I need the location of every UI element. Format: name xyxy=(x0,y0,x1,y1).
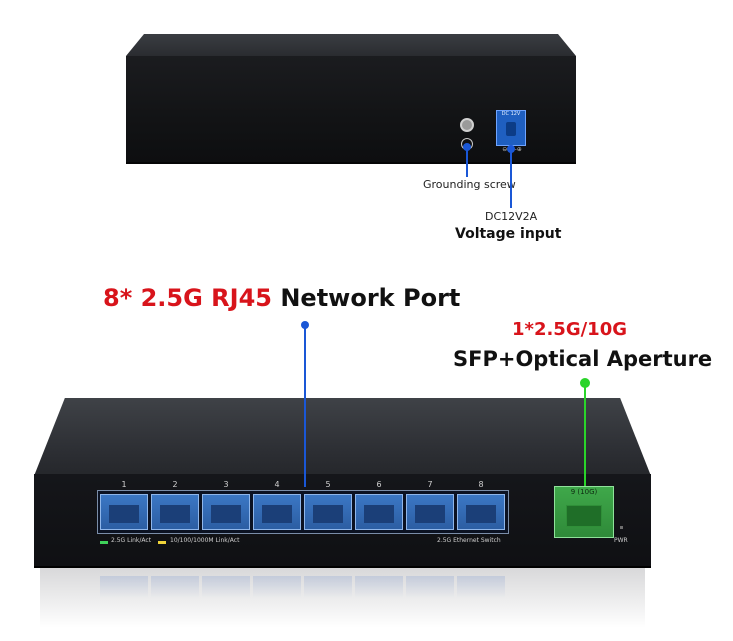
reflection-port xyxy=(406,576,454,598)
port-number: 6 xyxy=(376,480,382,489)
reflection-port xyxy=(355,576,403,598)
reflection-port xyxy=(100,576,148,598)
port-number: 3 xyxy=(223,480,229,489)
grounding-screw-label: Grounding screw xyxy=(423,178,516,191)
reflection-port xyxy=(253,576,301,598)
reflection-port xyxy=(202,576,250,598)
port-callout-line xyxy=(304,327,306,487)
rj45-port xyxy=(304,494,352,530)
rear-device-top xyxy=(126,34,576,56)
network-port-count: 8* 2.5G RJ45 xyxy=(103,284,272,312)
port-number: 2 xyxy=(172,480,178,489)
pwr-led-icon xyxy=(620,526,623,529)
dc-callout-dot xyxy=(507,145,515,153)
port-number: 8 xyxy=(478,480,484,489)
sfp-callout-dot xyxy=(580,378,590,388)
ground-callout-line xyxy=(466,147,468,177)
port-number: 4 xyxy=(274,480,280,489)
voltage-input-label: Voltage input xyxy=(455,226,562,242)
legend-1000m-led-icon xyxy=(158,541,166,544)
dc-callout-line xyxy=(510,150,512,208)
device-reflection xyxy=(40,568,645,628)
sfp-port-label: 9 (10G) xyxy=(570,488,598,496)
rj45-port xyxy=(406,494,454,530)
rj45-port xyxy=(457,494,505,530)
rj45-port xyxy=(151,494,199,530)
port-number: 5 xyxy=(325,480,331,489)
dc-jack-label: DC 12V xyxy=(501,111,521,117)
sfp-cage xyxy=(554,486,614,538)
pwr-label: PWR xyxy=(614,537,628,544)
rj45-port xyxy=(100,494,148,530)
network-port-heading: 8* 2.5G RJ45 Network Port xyxy=(103,284,460,312)
port-callout-dot xyxy=(301,321,309,329)
sfp-callout-line xyxy=(584,386,586,486)
front-device-top xyxy=(34,398,651,476)
port-number: 7 xyxy=(427,480,433,489)
reflection-port xyxy=(151,576,199,598)
switch-model-label: 2.5G Ethernet Switch xyxy=(437,537,501,544)
legend-25g-text: 2.5G Link/Act xyxy=(111,537,152,544)
legend-25g-led-icon xyxy=(100,541,108,544)
dc-jack-hole xyxy=(506,122,516,136)
reflection-port xyxy=(304,576,352,598)
rj45-port xyxy=(253,494,301,530)
sfp-slot xyxy=(566,505,602,527)
grounding-screw-icon xyxy=(460,118,474,132)
sfp-heading-line1: 1*2.5G/10G xyxy=(512,319,627,340)
legend-1000m-text: 10/100/1000M Link/Act xyxy=(170,537,240,544)
dc-spec-label: DC12V2A xyxy=(485,210,538,223)
rj45-port xyxy=(202,494,250,530)
sfp-heading-line2: SFP+Optical Aperture xyxy=(453,347,713,371)
port-number: 1 xyxy=(121,480,127,489)
reflection-port xyxy=(457,576,505,598)
network-port-text: Network Port xyxy=(280,284,461,312)
rj45-port xyxy=(355,494,403,530)
